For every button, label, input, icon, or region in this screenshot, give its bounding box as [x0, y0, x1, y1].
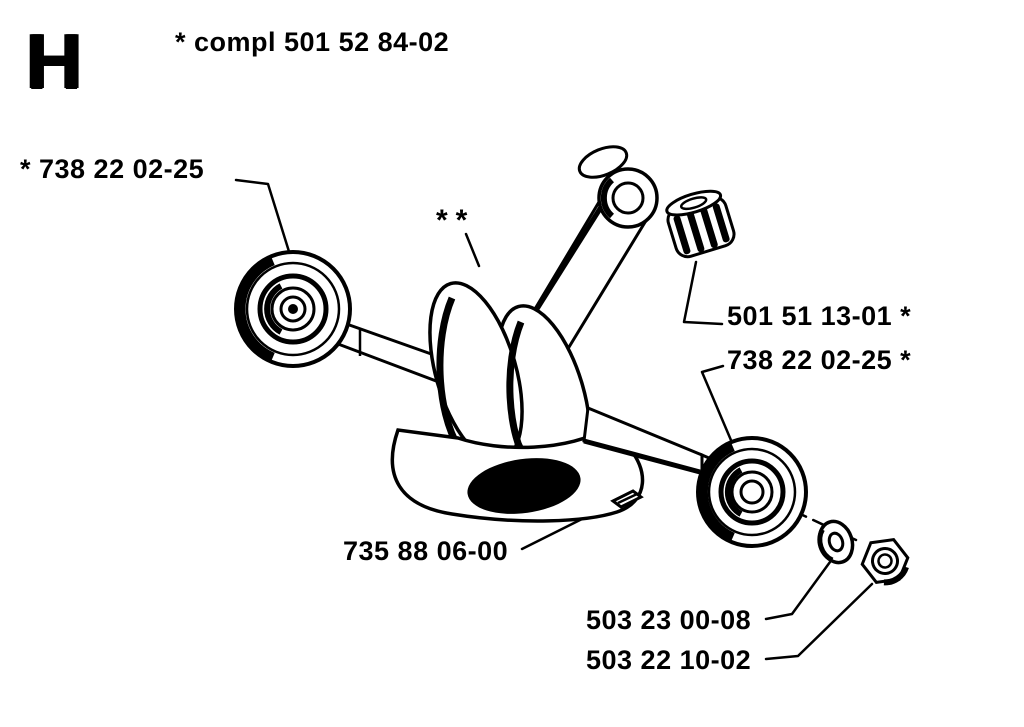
callout-key-label: 735 88 06-00	[343, 536, 509, 566]
leader-bearing-left	[234, 178, 293, 260]
ball-bearing-right-drawing	[696, 436, 808, 548]
callout-crankshaft-marker: **	[436, 204, 476, 237]
leader-washer	[764, 560, 832, 621]
callout-bearing-left-label: * 738 22 02-25	[20, 154, 205, 184]
leader-lines	[234, 178, 874, 661]
needle-bearing-drawing	[665, 189, 736, 259]
washer-drawing	[817, 519, 855, 565]
leader-crankshaft-marker	[464, 232, 481, 268]
axis-dashes	[794, 510, 858, 542]
ball-bearing-left-drawing	[234, 250, 352, 368]
leader-nut	[764, 582, 874, 661]
leader-needle-bearing	[682, 260, 724, 326]
leader-bearing-right	[700, 364, 738, 454]
section-letter: H	[26, 17, 83, 105]
callout-needle-bearing-label: 501 51 13-01 *	[727, 301, 912, 331]
woodruff-key-drawing	[610, 489, 644, 509]
callout-washer-label: 503 23 00-08	[586, 605, 752, 635]
counterweight-drawing	[390, 424, 645, 523]
nut-drawing	[860, 537, 910, 586]
rod-small-end-drawing	[577, 145, 659, 229]
assembly-number-label: * compl 501 52 84-02	[175, 27, 450, 57]
callout-bearing-right-label: 738 22 02-25 *	[727, 345, 912, 375]
callout-nut-label: 503 22 10-02	[586, 645, 752, 675]
